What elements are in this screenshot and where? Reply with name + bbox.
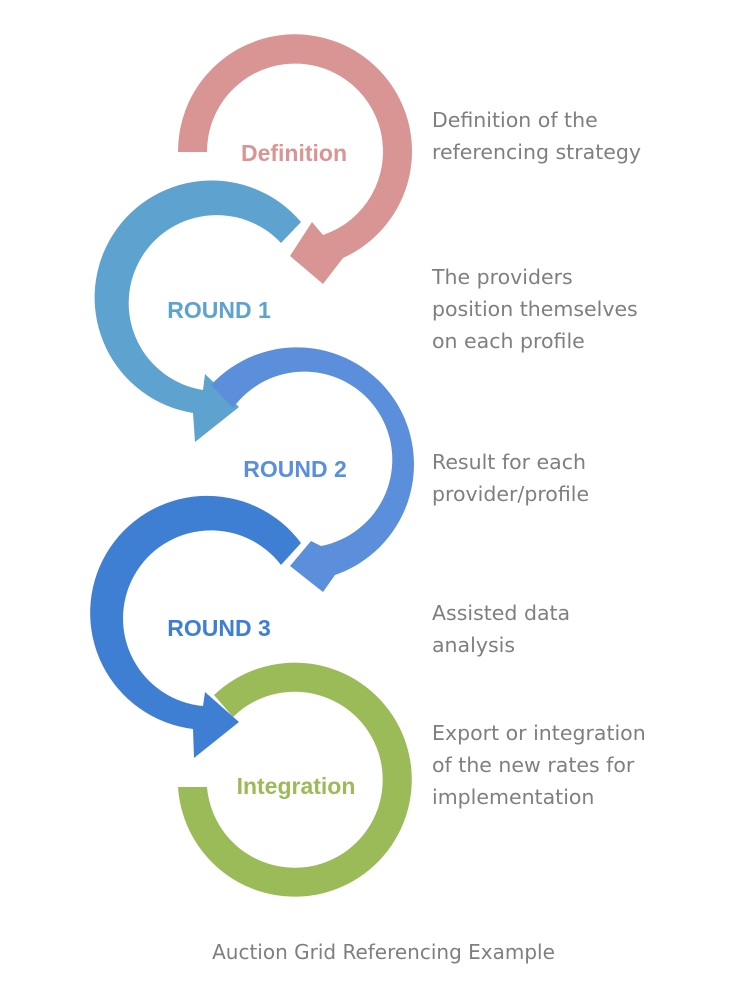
description-line: of the new rates for [432,753,635,777]
stage-description-round-1: The providers position themselves on eac… [432,261,732,357]
diagram-caption: Auction Grid Referencing Example [212,940,555,964]
stage-label-definition: Definition [241,140,347,166]
stage-label-integration: Integration [237,773,356,799]
description-line: analysis [432,633,516,657]
description-line: Definition of the [432,108,598,132]
stage-description-round-2: Result for each provider/profile [432,446,732,510]
description-line: on each profile [432,329,585,353]
definition-ring [177,34,412,285]
stage-description-definition: Definition of the referencing strategy [432,104,732,168]
round-2-ring [211,347,414,592]
stage-label-round-2: ROUND 2 [243,456,347,482]
description-line: Result for each [432,450,587,474]
description-line: The providers [432,265,573,289]
description-line: provider/profile [432,482,590,506]
round-1-ring [94,180,301,443]
description-line: implementation [432,785,595,809]
stage-label-round-1: ROUND 1 [167,297,271,323]
stage-description-round-3: Assisted data analysis [432,597,732,661]
round-3-ring [90,495,301,758]
description-line: Export or integration [432,721,646,745]
description-line: position themselves [432,297,638,321]
description-line: Assisted data [432,601,571,625]
description-line: referencing strategy [432,140,641,164]
stage-description-integration: Export or integration of the new rates f… [432,717,732,813]
stage-label-round-3: ROUND 3 [167,615,271,641]
